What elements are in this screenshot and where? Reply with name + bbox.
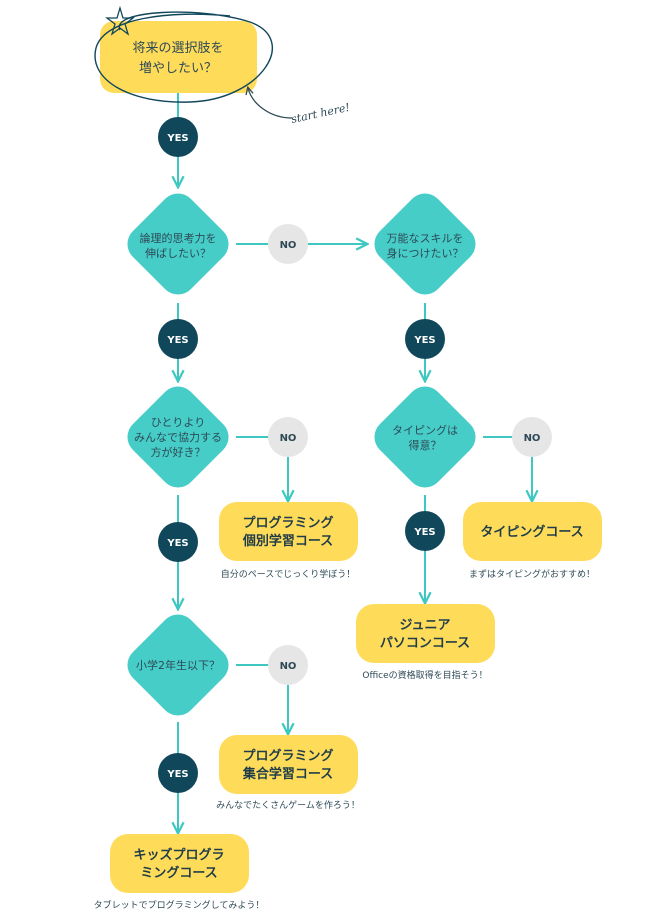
decision-teamwork: ひとりより みんなで協力する 方が好き？ <box>127 386 229 488</box>
course-kids-programming: キッズプログラ ミングコース タブレットでプログラミングしてみよう！ <box>94 834 265 911</box>
group-line2: 集合学習コース <box>242 766 333 782</box>
no-badge-4: NO <box>512 417 552 457</box>
group-line1: プログラミング <box>242 748 333 764</box>
svg-text:YES: YES <box>166 335 188 346</box>
decision-logical-thinking: 論理的思考力を 伸ばしたい？ <box>127 193 229 295</box>
yes-badge-6: YES <box>405 511 445 551</box>
course-programming-group: プログラミング 集合学習コース みんなでたくさんゲームを作ろう！ <box>216 735 360 811</box>
yes-badge-5: YES <box>405 319 445 359</box>
q1-line1: 論理的思考力を <box>140 231 217 245</box>
q2-line3: 方が好き？ <box>151 445 206 459</box>
decision-versatile-skill: 万能なスキルを 身につけたい？ <box>374 193 476 295</box>
typing-line1: タイピングコース <box>480 524 583 540</box>
start-loop-scribble <box>94 11 273 103</box>
yes-badge-1: YES <box>158 117 198 157</box>
q5-line2: 得意？ <box>409 438 442 452</box>
q1-line2: 伸ばしたい？ <box>145 247 211 260</box>
svg-text:YES: YES <box>166 538 188 549</box>
yes-badge-2: YES <box>158 319 198 359</box>
q2-line2: みんなで協力する <box>134 431 222 444</box>
individual-caption: 自分のペースでじっくり学ぼう！ <box>221 568 356 580</box>
q4-line1: 万能なスキルを <box>387 231 464 245</box>
pc-caption: Officeの資格取得を目指そう！ <box>362 669 487 681</box>
q2-line1: ひとりより <box>151 416 205 429</box>
pc-line2: パソコンコース <box>380 636 470 651</box>
decision-grade: 小学2年生以下？ <box>127 614 229 716</box>
typing-caption: まずはタイピングがおすすめ！ <box>469 568 595 580</box>
individual-line1: プログラミング <box>242 515 333 531</box>
individual-line2: 個別学習コース <box>242 533 333 549</box>
arrow-note-icon <box>248 88 293 119</box>
kids-line2: ミングコース <box>140 865 217 881</box>
svg-text:YES: YES <box>413 335 435 346</box>
q4-line2: 身につけたい？ <box>387 246 464 260</box>
course-junior-pc: ジュニア パソコンコース Officeの資格取得を目指そう！ <box>356 604 495 681</box>
kids-line1: キッズプログラ <box>133 847 224 863</box>
no-badge-1: NO <box>268 224 308 264</box>
start-line1: 将来の選択肢を <box>132 40 223 56</box>
no-badges: NO NO NO NO <box>268 224 552 685</box>
connectors <box>178 93 532 832</box>
yes-badges: YES YES YES YES YES YES <box>158 117 445 793</box>
no-badge-2: NO <box>268 417 308 457</box>
svg-text:YES: YES <box>166 769 188 780</box>
group-caption: みんなでたくさんゲームを作ろう！ <box>216 799 360 811</box>
course-typing: タイピングコース まずはタイピングがおすすめ！ <box>463 502 602 580</box>
decision-typing: タイピングは 得意？ <box>374 386 476 488</box>
q3-line1: 小学2年生以下？ <box>136 658 220 672</box>
start-node: 将来の選択肢を 増やしたい？ start here! <box>94 5 351 126</box>
kids-caption: タブレットでプログラミングしてみよう！ <box>94 899 265 911</box>
yes-badge-4: YES <box>158 753 198 793</box>
start-line2: 増やしたい？ <box>139 61 217 76</box>
course-programming-individual: プログラミング 個別学習コース 自分のペースでじっくり学ぼう！ <box>219 502 358 580</box>
svg-text:YES: YES <box>166 133 188 144</box>
svg-text:YES: YES <box>413 527 435 538</box>
svg-text:NO: NO <box>280 433 297 444</box>
no-badge-3: NO <box>268 645 308 685</box>
start-note: start here! <box>290 101 351 126</box>
svg-text:NO: NO <box>524 433 541 444</box>
svg-text:NO: NO <box>280 240 297 251</box>
star-icon <box>105 5 135 36</box>
pc-line1: ジュニア <box>399 618 450 633</box>
start-box <box>100 21 257 93</box>
yes-badge-3: YES <box>158 522 198 562</box>
q5-line1: タイピングは <box>392 423 458 437</box>
svg-text:NO: NO <box>280 661 297 672</box>
